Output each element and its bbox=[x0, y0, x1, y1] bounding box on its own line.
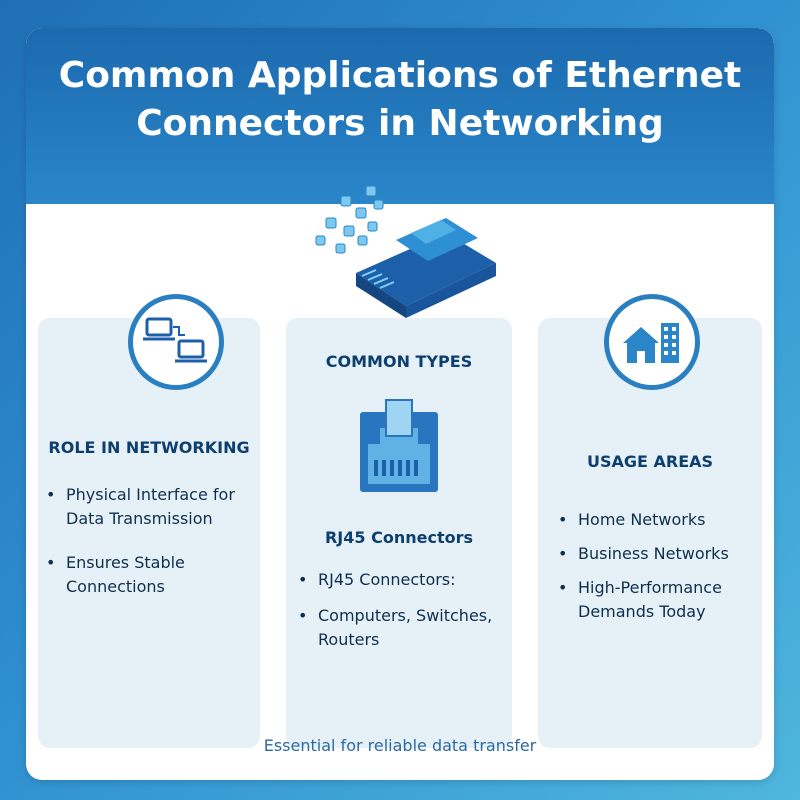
page-title: Common Applications of Ethernet Connecto… bbox=[58, 55, 742, 144]
rj45-port-icon bbox=[360, 399, 438, 492]
home-building-icon bbox=[604, 294, 700, 390]
role-heading: ROLE IN NETWORKING bbox=[48, 438, 250, 457]
computer-network-icon bbox=[128, 294, 224, 390]
list-item: Physical Interface for Data Transmission bbox=[44, 483, 254, 531]
panel-common-types bbox=[286, 318, 512, 748]
role-list: Physical Interface for Data Transmission… bbox=[44, 483, 254, 619]
types-heading: COMMON TYPES bbox=[325, 352, 473, 371]
header-banner: Common Applications of Ethernet Connecto… bbox=[26, 28, 774, 204]
list-item: Business Networks bbox=[556, 542, 756, 566]
usage-list: Home Networks Business Networks High-Per… bbox=[556, 508, 756, 644]
footer-tagline: Essential for reliable data transfer bbox=[263, 736, 537, 755]
list-item: RJ45 Connectors: bbox=[296, 568, 508, 592]
rj45-subheading: RJ45 Connectors bbox=[324, 528, 473, 547]
list-item: Computers, Switches, Routers bbox=[296, 604, 508, 652]
list-item: Ensures Stable Connections bbox=[44, 551, 254, 599]
list-item: Home Networks bbox=[556, 508, 756, 532]
usage-heading: USAGE AREAS bbox=[586, 452, 714, 471]
list-item: High-Performance Demands Today bbox=[556, 576, 756, 624]
ethernet-connector-icon bbox=[315, 185, 496, 318]
panel-role-in-networking bbox=[38, 318, 260, 748]
types-list: RJ45 Connectors: Computers, Switches, Ro… bbox=[296, 568, 508, 672]
infographic-card: Common Applications of Ethernet Connecto… bbox=[26, 28, 774, 780]
